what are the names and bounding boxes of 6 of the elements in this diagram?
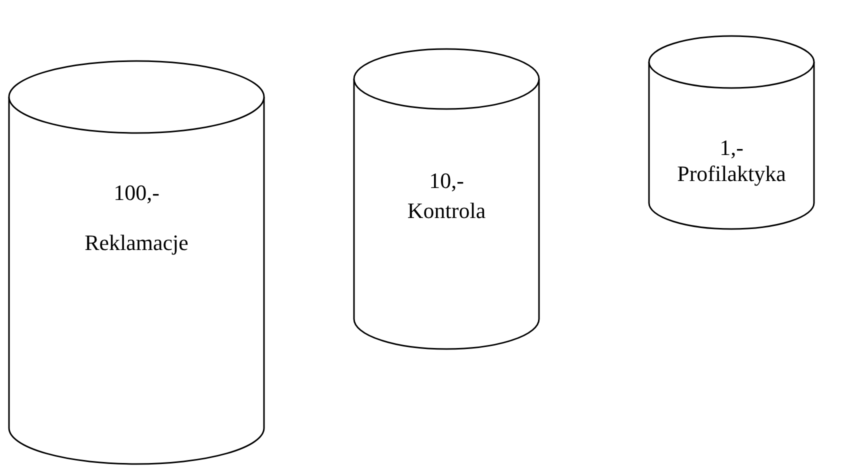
category-label: Reklamacje <box>84 230 188 256</box>
value-label: 1,- <box>720 135 744 161</box>
category-label: Kontrola <box>407 198 486 224</box>
value-label: 100,- <box>114 180 160 206</box>
category-label: Profilaktyka <box>677 161 786 187</box>
value-label: 10,- <box>429 168 464 194</box>
